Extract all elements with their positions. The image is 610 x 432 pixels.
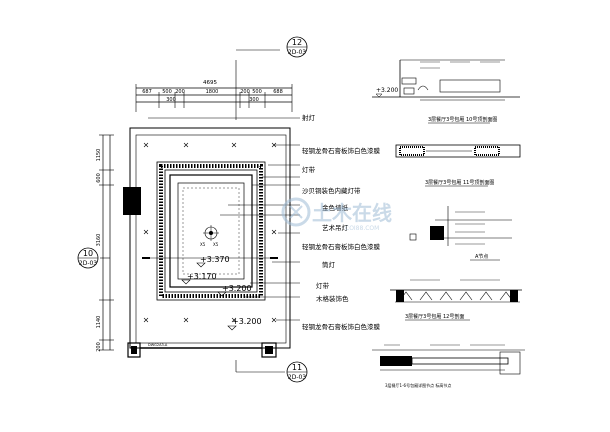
level-text: +3.200 <box>232 317 262 326</box>
level-text: +3.200 <box>222 284 252 293</box>
section-bubble-top: 12 2D-03 <box>286 36 308 58</box>
pendant-lamp: X5 X5 <box>200 225 219 247</box>
light-strip <box>169 174 253 288</box>
dim-text: 300 <box>249 97 259 103</box>
note-text: 射灯 <box>302 113 316 122</box>
spotlights <box>143 142 277 323</box>
section-bubble-left: 10 2D-03 <box>77 247 99 269</box>
dim-text: 500 <box>162 89 172 95</box>
note-text: 轻钢龙骨石膏板饰白色漆膜 <box>302 146 381 155</box>
detail-level: +3.200 <box>376 87 398 94</box>
detail-caption: 3层餐厅3号包厢 11号顶剖面图 <box>425 179 494 186</box>
note-text: 灯带 <box>316 281 330 290</box>
column-base <box>127 342 141 358</box>
detail-caption: 3层餐厅3号包厢 12号剖面 <box>405 313 464 320</box>
level-text: +3.370 <box>200 255 230 264</box>
dim-text: 687 <box>142 89 152 95</box>
level-mark: +3.200 <box>227 317 262 331</box>
room-outline <box>129 127 291 349</box>
detail-caption: A节点 <box>475 254 488 260</box>
detail-section-1: +3.200 3层餐厅3号包厢 10号顶剖面图 <box>372 59 520 124</box>
svg-text:2D-03: 2D-03 <box>288 49 306 56</box>
level-mark: +3.200 <box>217 284 252 297</box>
column-fill <box>265 346 273 354</box>
detail-caption: 3层餐厅1-6号包厢详图节点 标高节点 <box>385 382 451 388</box>
dim-overall: 4695 <box>203 80 217 86</box>
detail-section-4: 3层餐厅3号包厢 12号剖面 <box>390 279 522 321</box>
svg-text:2D-03: 2D-03 <box>79 260 97 267</box>
note-text: 木格装饰色 <box>316 294 349 303</box>
note-text: 艺术吊灯 <box>322 223 349 232</box>
dim-text: 300 <box>166 97 176 103</box>
panel-inner <box>182 187 240 275</box>
detail-section-5: 3层餐厅1-6号包厢详图节点 标高节点 <box>372 344 525 388</box>
svg-text:X5: X5 <box>200 242 206 247</box>
dim-text: 200 <box>175 89 185 95</box>
frame-outer <box>156 161 266 301</box>
note-text: 金色墙纸 <box>322 203 349 212</box>
svg-text:10: 10 <box>83 249 93 258</box>
wallpaper-panel <box>177 182 245 280</box>
column-fill <box>131 346 137 354</box>
dim-text-vertical: 1150 <box>96 149 102 162</box>
dim-text: 688 <box>273 89 283 95</box>
dim-text: 1800 <box>206 89 219 95</box>
section-bubble-bottom: 11 2D-03 <box>286 361 308 383</box>
detail-caption: 3层餐厅3号包厢 10号顶剖面图 <box>428 116 497 123</box>
frame-inner <box>164 169 258 293</box>
detail-section-2: 3层餐厅3号包厢 11号顶剖面图 <box>395 144 521 187</box>
dim-text: 500 <box>252 89 262 95</box>
column-block <box>123 187 141 215</box>
dim-text-vertical: 200 <box>96 342 102 352</box>
svg-text:2D-03: 2D-03 <box>288 374 306 381</box>
watermark-sub: COI88.COM <box>345 225 379 232</box>
dim-text: 200 <box>240 89 250 95</box>
level-text: +3.170 <box>187 272 217 281</box>
dim-text-vertical: 3160 <box>96 234 102 247</box>
watermark-logo: 土木在线 COI88.COM <box>281 197 392 232</box>
svg-text:12: 12 <box>292 38 302 47</box>
level-mark: +3.170 <box>181 272 217 285</box>
svg-text:X5: X5 <box>213 242 219 247</box>
svg-text:11: 11 <box>292 363 302 372</box>
note-text: 轻钢龙骨石膏板饰白色漆膜 <box>302 322 381 331</box>
note-text: 灯带 <box>302 165 316 174</box>
dim-text-vertical: 1140 <box>96 316 102 329</box>
ceiling-edge <box>135 134 287 344</box>
watermark-text: 土木在线 <box>312 201 392 225</box>
door-label: DWG2A3-A <box>148 343 168 347</box>
column-base <box>261 342 277 358</box>
frame-ornament <box>159 164 263 298</box>
level-mark: +3.370 <box>196 255 230 268</box>
dim-text-vertical: 600 <box>96 173 102 183</box>
note-text: 轻钢龙骨石膏板饰白色漆膜 <box>302 242 381 251</box>
ceiling-plan: 4695 687 500 200 1800 200 500 688 300 30… <box>77 36 381 383</box>
detail-node-a: A节点 <box>409 206 512 261</box>
note-text: 筒灯 <box>322 260 336 269</box>
note-text: 沙贝铜装色内藏灯带 <box>302 186 361 195</box>
